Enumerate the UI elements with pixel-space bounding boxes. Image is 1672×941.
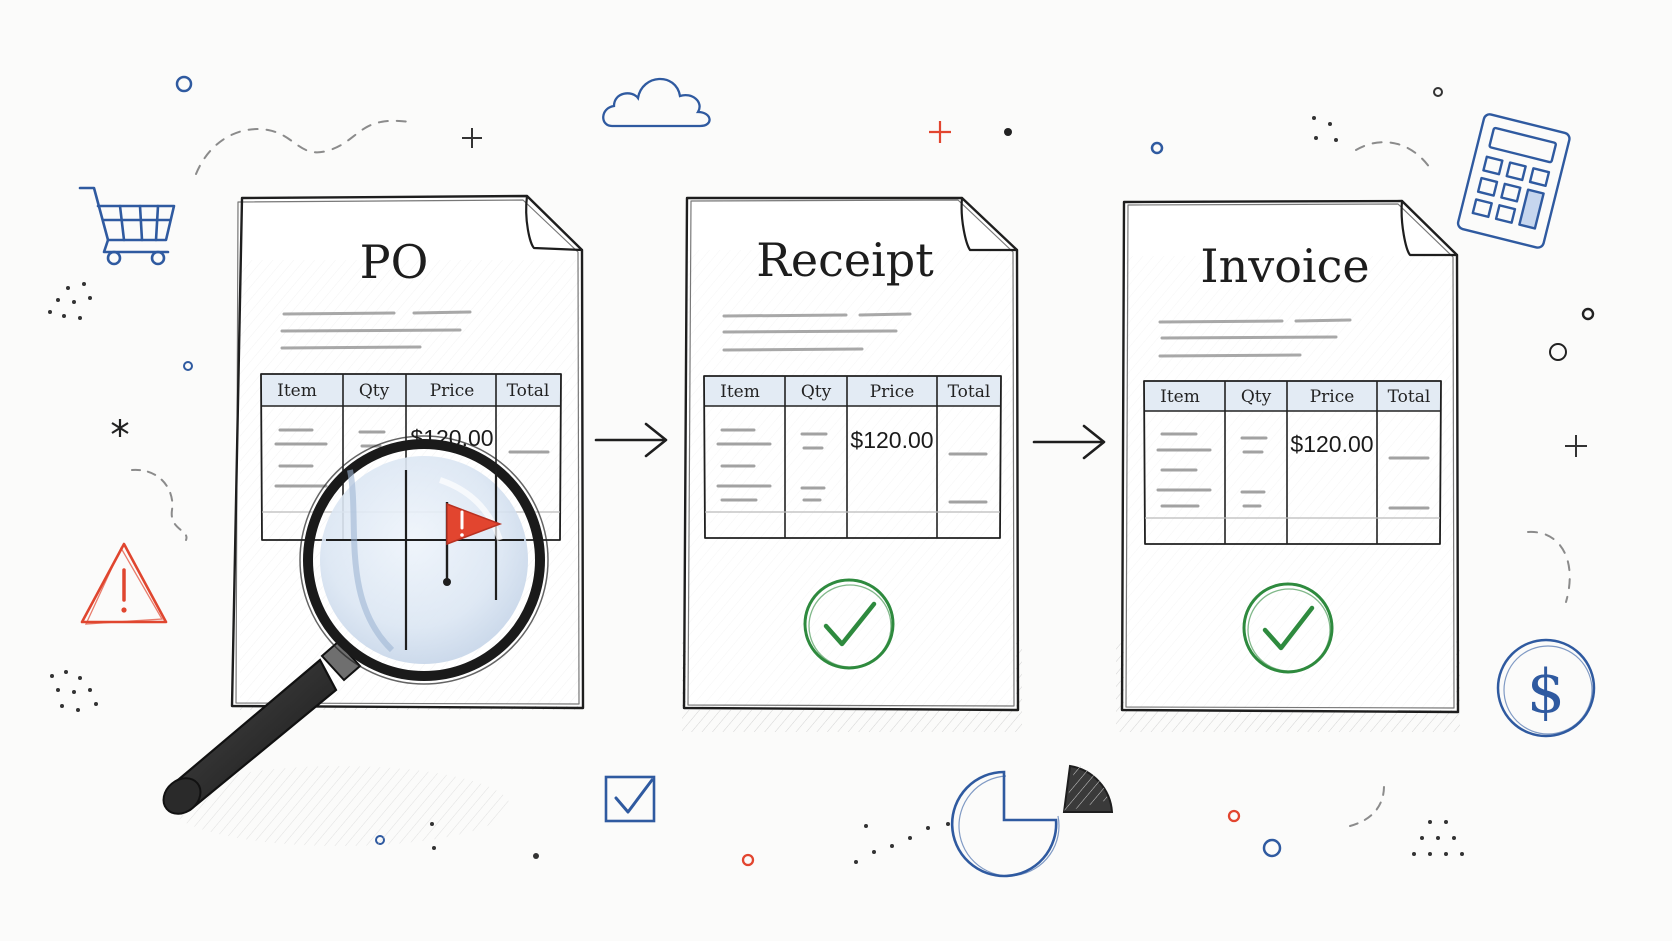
small-circle bbox=[1262, 838, 1282, 858]
small-circle bbox=[1150, 141, 1164, 155]
warning-icon bbox=[80, 542, 168, 625]
svg-text:$: $ bbox=[1527, 657, 1565, 727]
dollar-coin-icon: $ bbox=[1496, 638, 1596, 738]
sparkle-icon bbox=[929, 121, 951, 143]
small-circle bbox=[1581, 307, 1595, 321]
column-header-price: Price bbox=[430, 381, 475, 401]
column-header-item: Item bbox=[1160, 387, 1200, 407]
column-header-qty: Qty bbox=[801, 382, 832, 402]
small-circle bbox=[175, 75, 193, 93]
dot-cluster bbox=[1412, 820, 1464, 856]
pie-chart-icon bbox=[950, 764, 1114, 878]
checkmark-icon bbox=[803, 578, 895, 670]
dashed-curve bbox=[131, 468, 188, 541]
magnifier-lens bbox=[320, 456, 528, 664]
dot bbox=[1004, 128, 1012, 136]
line-items-table: Item Qty Price Total $120.00 bbox=[703, 375, 1002, 539]
dashed-curve bbox=[1349, 785, 1385, 827]
dot-cluster bbox=[854, 822, 950, 864]
price-cell: $120.00 bbox=[850, 427, 933, 453]
dot-cluster bbox=[1312, 116, 1338, 142]
document-title: Receipt bbox=[756, 233, 934, 287]
document-outline bbox=[682, 196, 1020, 712]
line-items-table: Item Qty Price Total $120.00 bbox=[1143, 380, 1442, 545]
document-title: PO bbox=[360, 235, 429, 289]
column-header-price: Price bbox=[870, 382, 915, 402]
document-outline bbox=[230, 194, 585, 710]
page-corner-fold bbox=[960, 196, 1019, 252]
text-lines bbox=[280, 310, 472, 350]
shopping-cart-icon bbox=[78, 186, 176, 266]
column-header-price: Price bbox=[1310, 387, 1355, 407]
page-corner-fold bbox=[525, 194, 584, 252]
column-header-qty: Qty bbox=[1241, 387, 1272, 407]
document-title: Invoice bbox=[1200, 239, 1369, 293]
sparkle-icon bbox=[1565, 435, 1587, 457]
page-corner-fold bbox=[1400, 199, 1459, 257]
asterisk-icon bbox=[111, 419, 129, 437]
arrow-right-icon bbox=[1032, 424, 1106, 460]
price-cell: $120.00 bbox=[1290, 431, 1373, 457]
document-receipt: Receipt Item Qty Price Total $120.0 bbox=[682, 196, 1022, 732]
checkbox-icon bbox=[604, 775, 656, 823]
decorations: $ bbox=[48, 75, 1596, 878]
small-circle bbox=[183, 361, 193, 371]
calculator-icon bbox=[1456, 113, 1571, 249]
text-lines bbox=[1158, 318, 1352, 358]
document-outline bbox=[1120, 199, 1460, 714]
arrow-right-icon bbox=[594, 422, 668, 458]
column-header-item: Item bbox=[720, 382, 760, 402]
dashed-curve bbox=[195, 119, 411, 175]
cloud-icon bbox=[602, 77, 711, 128]
magnifier-icon bbox=[162, 435, 549, 846]
text-lines bbox=[722, 312, 912, 352]
dot-cluster bbox=[50, 670, 98, 712]
column-header-qty: Qty bbox=[359, 381, 390, 401]
small-circle bbox=[1433, 87, 1443, 97]
column-header-total: Total bbox=[507, 381, 550, 401]
document-invoice: Invoice Item Qty Price Total $120.0 bbox=[1116, 199, 1460, 732]
small-circle bbox=[1227, 809, 1241, 823]
dashed-curve bbox=[1355, 141, 1431, 169]
small-circle bbox=[1549, 343, 1567, 361]
small-circle bbox=[741, 853, 755, 867]
checkmark-icon bbox=[1242, 582, 1334, 674]
document-po: PO Item Qty Price Total $ bbox=[162, 194, 585, 846]
column-header-item: Item bbox=[277, 381, 317, 401]
dot-cluster bbox=[48, 282, 92, 320]
dashed-curve bbox=[1527, 530, 1571, 603]
flag-icon bbox=[443, 502, 503, 586]
column-header-total: Total bbox=[1388, 387, 1431, 407]
sparkle-icon bbox=[462, 128, 482, 148]
magnifier-rim bbox=[303, 439, 545, 681]
column-header-total: Total bbox=[948, 382, 991, 402]
